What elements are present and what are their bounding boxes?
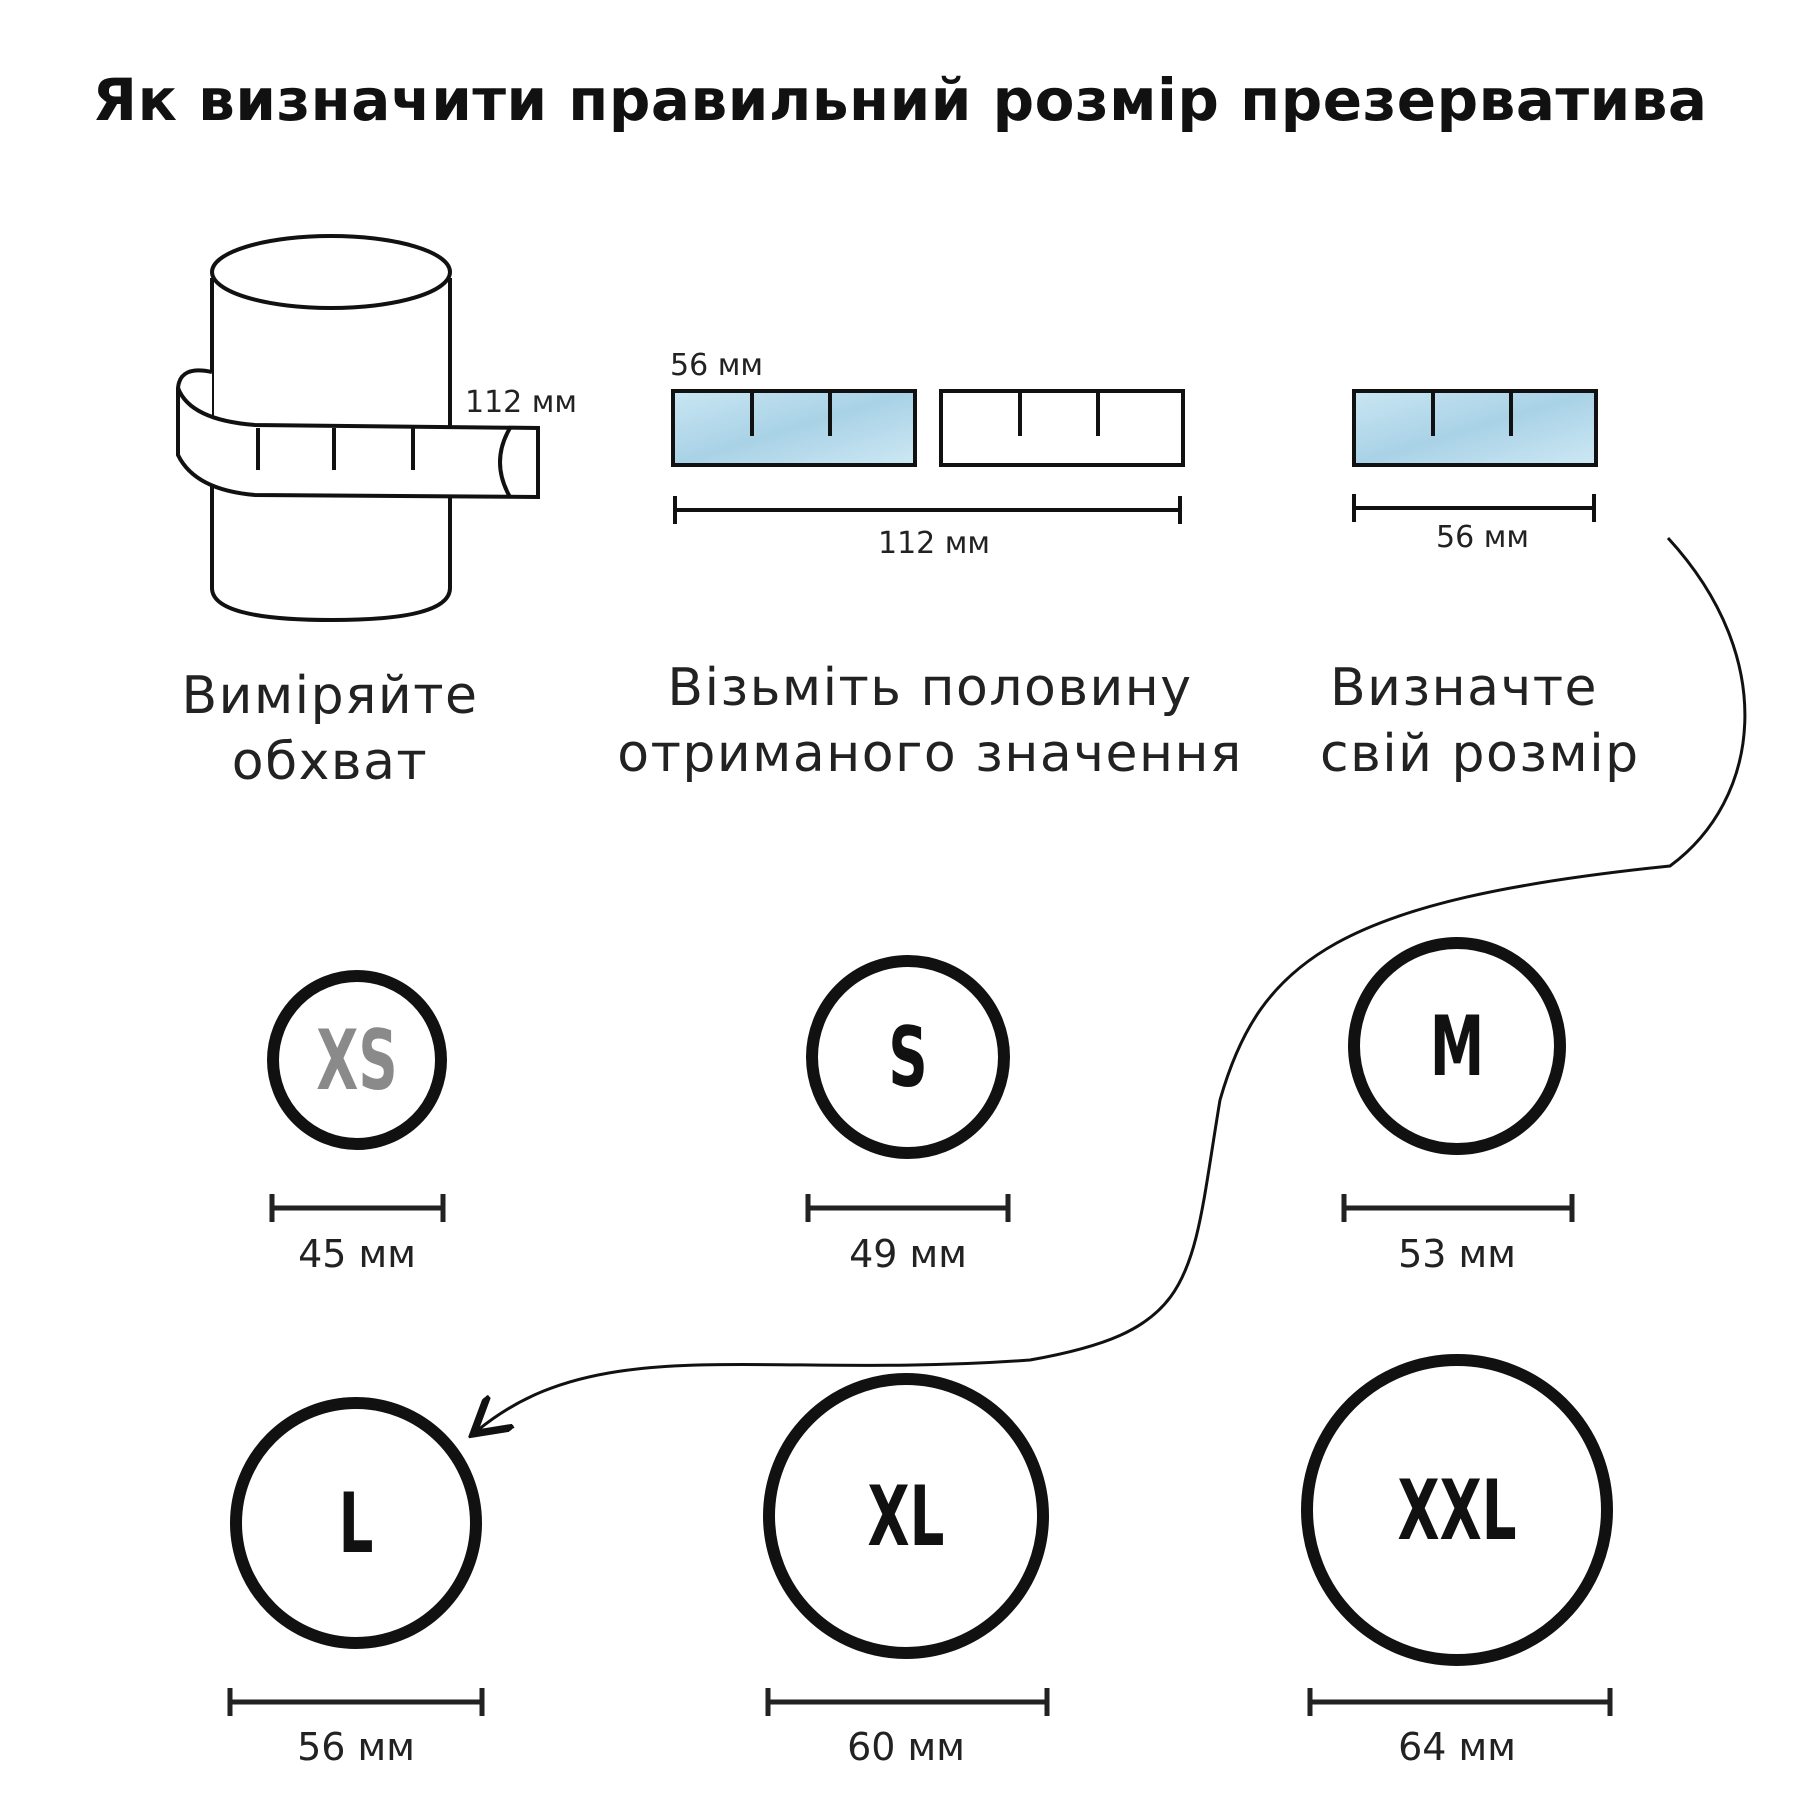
size-width-label: 64 мм <box>1398 1725 1516 1769</box>
step-half-line2: отриманого значення <box>617 724 1243 784</box>
half-value-label: 56 мм <box>670 348 763 383</box>
step-measure-line2: обхват <box>231 732 429 792</box>
size-circle <box>267 970 447 1150</box>
size-circle <box>763 1373 1049 1659</box>
size-m: M <box>1341 937 1575 1222</box>
step-measure-line1: Виміряйте <box>181 666 479 726</box>
size-width-label: 49 мм <box>849 1232 967 1276</box>
size-width-label: 53 мм <box>1398 1232 1516 1276</box>
size-xxl: XXL <box>1301 1354 1613 1716</box>
width-bracket <box>805 1194 1011 1222</box>
half-tape-icon <box>671 389 1185 467</box>
result-length-bracket <box>1352 494 1596 522</box>
step-half-line1: Візьміть половину <box>667 658 1193 718</box>
size-s: S <box>805 955 1011 1222</box>
step-size-line2: свій розмір <box>1320 724 1640 784</box>
result-tape-icon <box>1352 389 1598 467</box>
width-bracket <box>269 1194 446 1222</box>
result-value-label: 56 мм <box>1436 520 1529 555</box>
width-bracket <box>1307 1688 1613 1716</box>
width-bracket <box>227 1688 485 1716</box>
cylinder-measure-icon <box>176 234 540 623</box>
size-width-label: 56 мм <box>297 1725 415 1769</box>
total-value-label: 112 мм <box>878 526 991 561</box>
size-circle <box>806 955 1010 1159</box>
connector-arrow <box>478 536 1747 1430</box>
size-width-label: 60 мм <box>847 1725 965 1769</box>
size-label: M <box>1430 1000 1484 1096</box>
tape-measure-value: 112 мм <box>465 385 578 420</box>
step-measure-text: Виміряйте обхват <box>140 663 520 795</box>
size-label: S <box>888 1011 927 1107</box>
size-label: XS <box>316 1014 397 1110</box>
step-half-text: Візьміть половину отриманого значення <box>560 655 1300 787</box>
page-title: Як визначити правильний розмір презерват… <box>92 66 1708 134</box>
size-l: L <box>227 1397 485 1716</box>
size-width-label: 45 мм <box>298 1232 416 1276</box>
total-length-bracket <box>673 496 1182 524</box>
step-size-text: Визначте свій розмір <box>1320 655 1720 787</box>
size-circles: XS S M L XL XXL <box>227 937 1613 1716</box>
size-circle <box>1301 1354 1613 1666</box>
size-label: L <box>339 1477 374 1573</box>
width-bracket <box>765 1688 1050 1716</box>
size-circle <box>230 1397 482 1649</box>
size-xs: XS <box>267 970 447 1222</box>
size-label: XXL <box>1398 1464 1517 1560</box>
size-xl: XL <box>763 1373 1050 1716</box>
size-label: XL <box>868 1470 945 1566</box>
step-size-line1: Визначте <box>1330 658 1598 718</box>
width-bracket <box>1341 1194 1575 1222</box>
size-circle <box>1348 937 1566 1155</box>
